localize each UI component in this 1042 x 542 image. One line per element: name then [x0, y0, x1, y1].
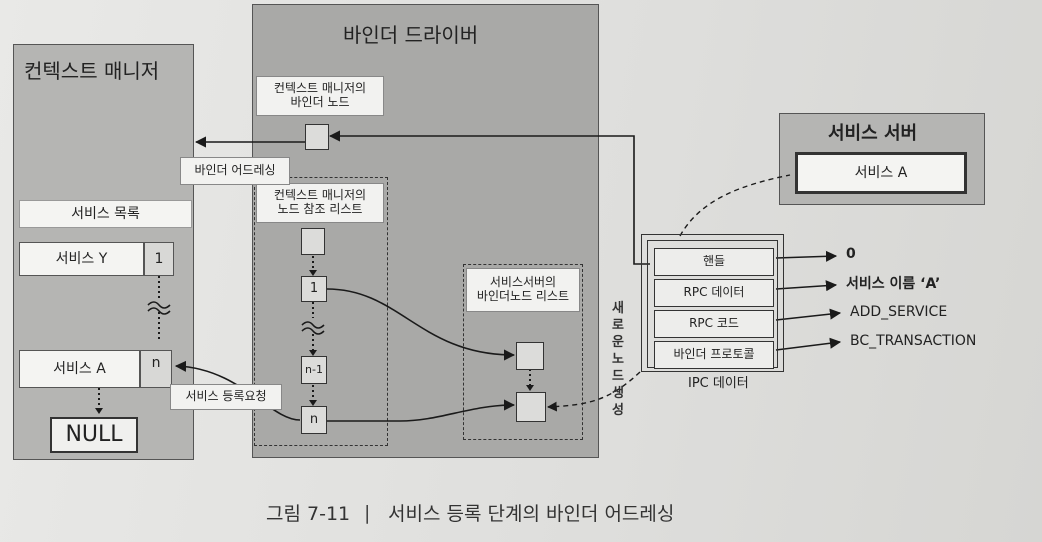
ref-node-1: 1	[301, 276, 327, 302]
server-node-list-label: 서비스서버의 바인더노드 리스트	[466, 268, 580, 312]
new-node-creation-label: 새로운 노드생성	[612, 301, 624, 418]
value-rpc-code: ADD_SERVICE	[850, 304, 948, 320]
ipc-row-rpc-data: RPC 데이터	[654, 279, 774, 307]
arrow-protocol-value	[775, 337, 842, 351]
service-a-entry: 서비스 A	[19, 350, 140, 388]
node-ref-list-label: 컨텍스트 매니저의 노드 참조 리스트	[256, 183, 384, 223]
value-protocol: BC_TRANSACTION	[850, 333, 977, 349]
break-mark-cm	[147, 301, 171, 315]
service-server-service-a: 서비스 A	[795, 152, 967, 194]
ipc-row-protocol: 바인더 프로토콜	[654, 341, 774, 369]
cm-binder-node-label: 컨텍스트 매니저의 바인더 노드	[256, 76, 384, 116]
cm-binder-node	[305, 124, 329, 150]
ref-node-n-minus-1: n-1	[301, 356, 327, 384]
server-node-list-region	[463, 264, 583, 440]
ipc-data-caption: IPC 데이터	[688, 376, 749, 391]
service-list-label: 서비스 목록	[19, 200, 192, 228]
ipc-to-server-dash	[679, 174, 791, 237]
ipc-data-outer	[641, 234, 784, 372]
new-node-dash	[547, 371, 641, 412]
node-ref-list-region	[254, 177, 388, 446]
server-node-1	[516, 342, 544, 370]
figure-caption-text: 서비스 등록 단계의 바인더 어드레싱	[388, 503, 675, 525]
handle-to-cm-node-line	[328, 130, 650, 265]
ipc-row-rpc-code: RPC 코드	[654, 310, 774, 338]
value-rpc-data: 서비스 이름 ‘A’	[846, 276, 941, 292]
ref-node-0	[301, 228, 325, 255]
context-manager-title: 컨텍스트 매니저	[24, 59, 160, 83]
ref1-to-node1-curve	[326, 288, 516, 361]
ipc-row-handle: 핸들	[654, 248, 774, 276]
ref-node-n: n	[301, 406, 327, 434]
figure-separator: |	[364, 502, 371, 524]
binder-driver-title: 바인더 드라이버	[343, 23, 479, 47]
break-mark-ref	[301, 321, 325, 335]
arrow-handle-value	[775, 250, 838, 262]
binder-addressing-label: 바인더 어드레싱	[180, 157, 290, 185]
server-node-2	[516, 392, 546, 422]
service-a-handle: n	[140, 350, 172, 388]
refn-to-node2-line	[327, 399, 516, 422]
arrow-rpccode-value	[775, 308, 842, 321]
service-y-entry: 서비스 Y	[19, 242, 144, 276]
service-server-title: 서비스 서버	[828, 123, 918, 144]
service-registration-label: 서비스 등록요청	[170, 384, 282, 410]
value-handle: 0	[846, 246, 856, 262]
service-y-handle: 1	[144, 242, 174, 276]
arrow-rpcdata-value	[775, 280, 838, 292]
figure-number: 그림 7-11	[266, 503, 351, 525]
null-node: NULL	[50, 417, 138, 453]
